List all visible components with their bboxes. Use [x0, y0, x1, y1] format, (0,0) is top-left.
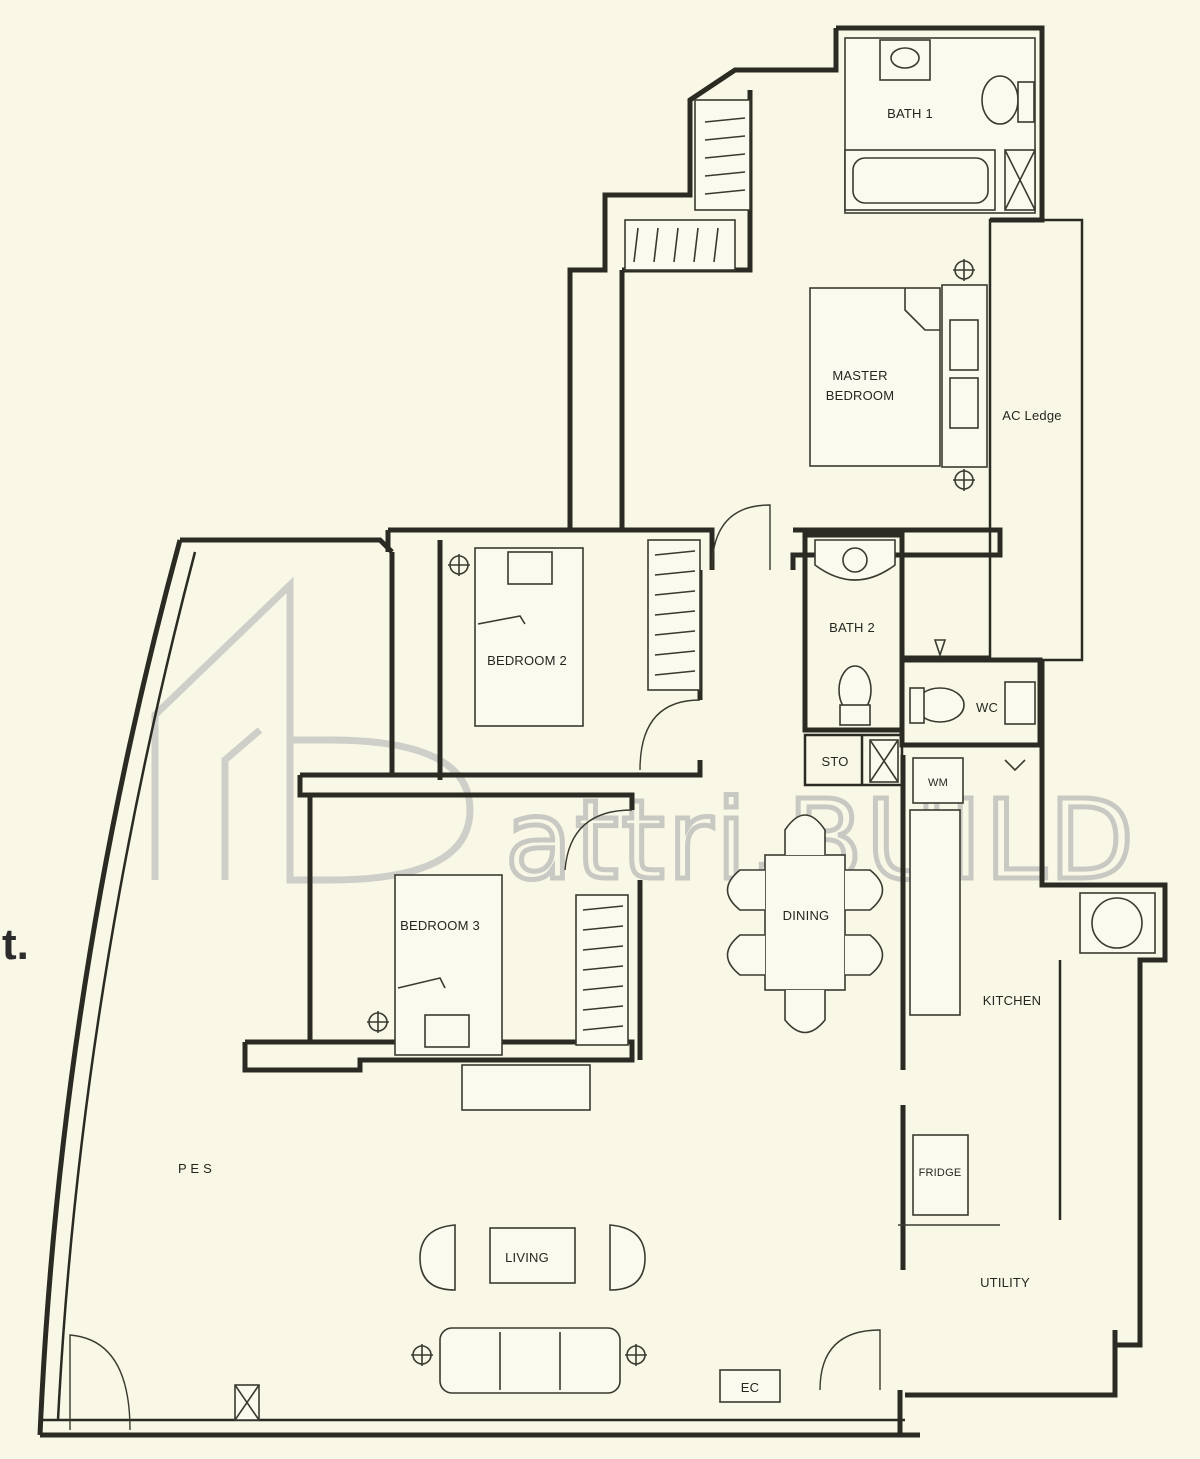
- label-bedroom2: BEDROOM 2: [487, 653, 567, 668]
- label-master-bedroom-2: BEDROOM: [826, 388, 895, 403]
- label-sto: STO: [821, 754, 848, 769]
- ac-condenser: [1079, 892, 1156, 954]
- bathtub-icon: [844, 149, 996, 211]
- label-kitchen: KITCHEN: [983, 993, 1041, 1008]
- room-labels: BATH 1 MASTER BEDROOM AC Ledge BEDROOM 2…: [178, 106, 1062, 1395]
- kitchen-counter: [898, 809, 1000, 1226]
- ec-box: [719, 1369, 781, 1403]
- wardrobe-master: [624, 99, 751, 271]
- label-wc: WC: [976, 700, 998, 715]
- toilet-icon: [981, 75, 1019, 125]
- label-ac-ledge: AC Ledge: [1002, 408, 1061, 423]
- outer-walls: [37, 25, 1168, 1438]
- washing-machine-icon: [912, 757, 964, 804]
- bedroom3-bed: [367, 874, 591, 1111]
- label-dining: DINING: [783, 908, 830, 923]
- label-master-bedroom-1: MASTER: [832, 368, 887, 383]
- bath2-fixtures: [814, 539, 947, 783]
- label-ec: EC: [741, 1380, 759, 1395]
- wardrobe-bedroom3: [575, 894, 629, 1046]
- bath1-fixtures: [844, 37, 1036, 214]
- living-furniture: [411, 1224, 647, 1394]
- label-bath1: BATH 1: [887, 106, 933, 121]
- basin-icon: [879, 39, 931, 81]
- tv-console: [461, 1064, 591, 1111]
- wardrobe-bedroom2: [647, 539, 701, 691]
- fridge-icon: [912, 1134, 969, 1216]
- doors: [69, 504, 881, 1431]
- master-bed: [809, 259, 988, 491]
- bedroom2-bed: [448, 547, 584, 727]
- label-living: LIVING: [505, 1250, 549, 1265]
- label-fridge: FRIDGE: [919, 1167, 962, 1179]
- label-pes: P E S: [178, 1161, 212, 1176]
- wc-fixtures: [909, 681, 1036, 804]
- label-bath2: BATH 2: [829, 620, 875, 635]
- label-bedroom3: BEDROOM 3: [400, 918, 480, 933]
- basin-icon: [1004, 681, 1036, 725]
- sofa-icon: [439, 1327, 621, 1394]
- label-utility: UTILITY: [980, 1275, 1030, 1290]
- dining-table: [726, 814, 884, 1034]
- label-wm: WM: [928, 777, 948, 789]
- cropped-side-text: t.: [2, 920, 29, 969]
